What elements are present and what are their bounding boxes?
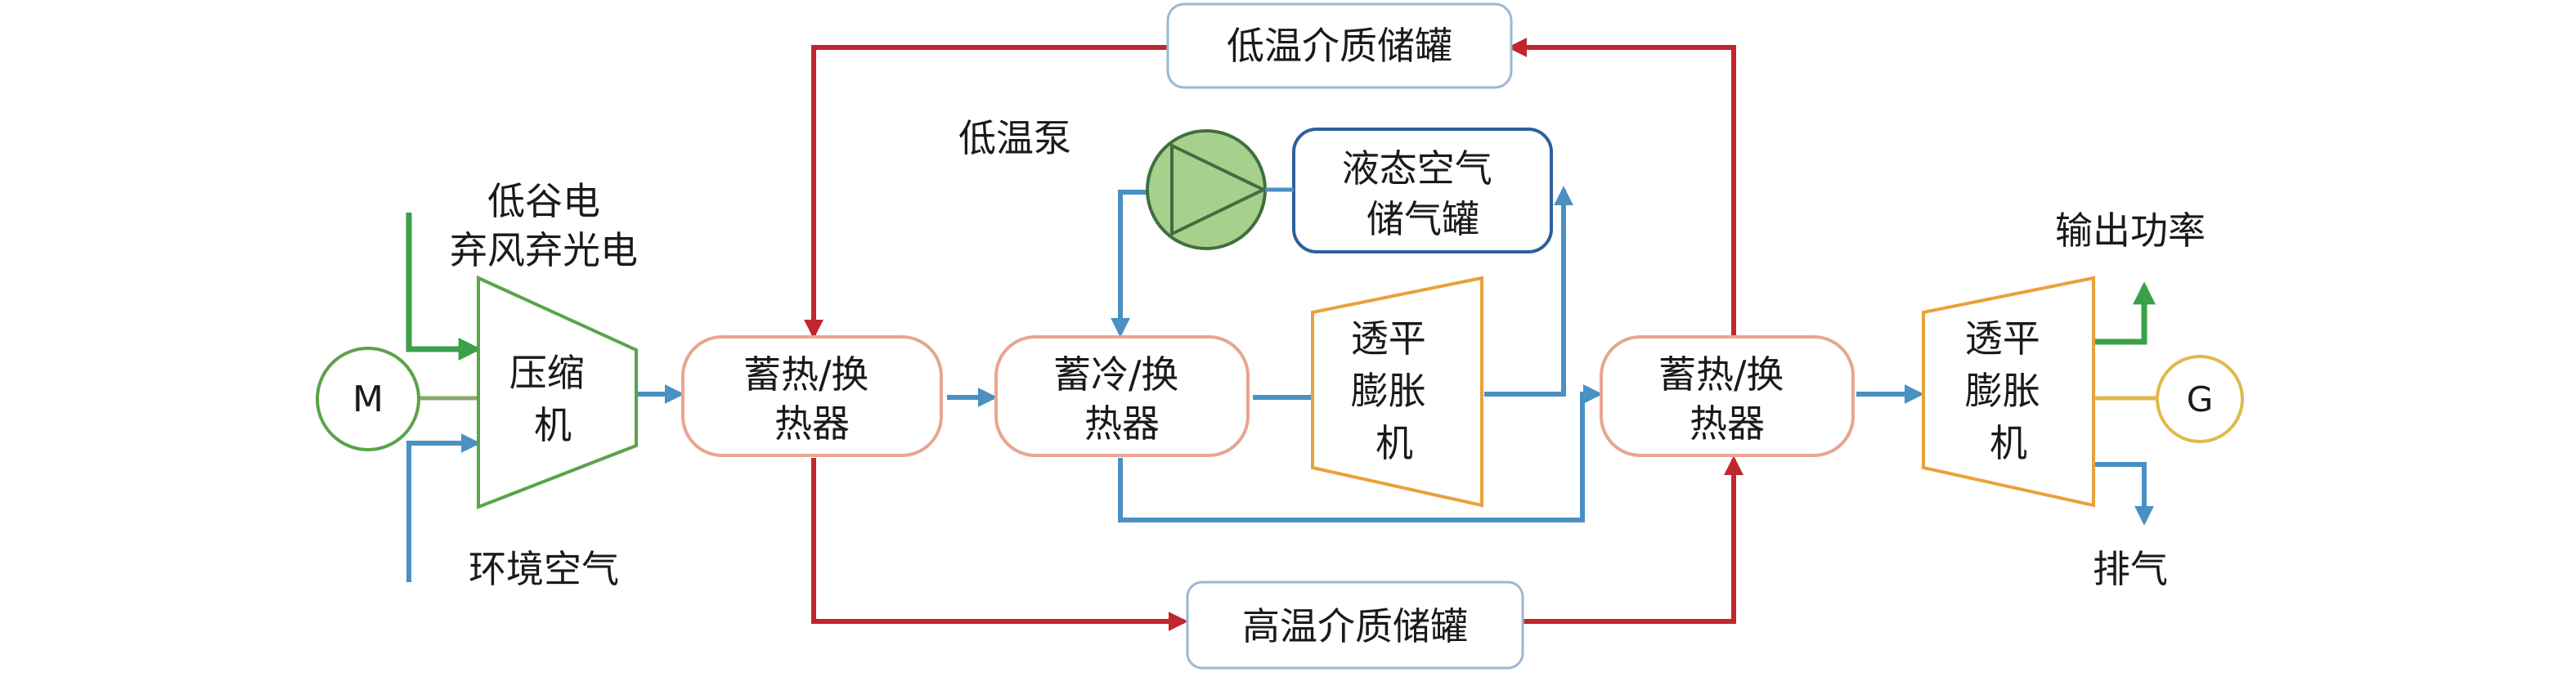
expander-2-line2: 膨胀 — [1965, 369, 2040, 413]
low-temp-tank-label: 低温介质储罐 — [1227, 24, 1452, 68]
expander-2-line3: 机 — [1990, 421, 2027, 465]
flow-hxcold-to-hx2 — [1118, 384, 1603, 522]
heat-exchanger-2 — [1600, 335, 1855, 457]
heat-exchanger-2-line2: 热器 — [1690, 401, 1765, 446]
air-flow-lines — [406, 186, 2154, 582]
flow-power-input — [406, 213, 482, 361]
flow-hx2-to-low-tank — [1507, 38, 1736, 335]
liquid-air-tank-line2: 储气罐 — [1367, 197, 1479, 241]
compressor-label-line2: 机 — [534, 403, 572, 447]
expander-2 — [1922, 276, 2095, 508]
output-power-label: 输出功率 — [2055, 208, 2206, 253]
cold-exchanger-line1: 蓄冷/换 — [1053, 352, 1179, 397]
ambient-air-label: 环境空气 — [469, 547, 619, 591]
generator-circle — [2156, 355, 2244, 443]
expander-1 — [1311, 276, 1483, 508]
flow-exhaust — [2094, 462, 2154, 526]
expander-2-label: 透平 膨胀 机 — [1965, 316, 2053, 465]
high-temp-tank — [1186, 581, 1524, 670]
low-temp-tank — [1166, 2, 1513, 89]
heat-exchanger-1-line1: 蓄热/换 — [743, 352, 869, 397]
flow-output-power — [2094, 281, 2156, 345]
heat-exchanger-1-line2: 热器 — [774, 401, 850, 446]
heat-exchanger-1 — [681, 335, 943, 457]
flow-high-tank-to-hx2 — [1523, 455, 1744, 624]
high-temp-tank-label: 高温介质储罐 — [1242, 604, 1468, 648]
compressor — [477, 275, 638, 509]
expander-2-line1: 透平 — [1965, 316, 2040, 361]
heat-exchanger-2-line1: 蓄热/换 — [1658, 352, 1784, 397]
liquid-air-tank-line1: 液态空气 — [1342, 146, 1492, 191]
expander-1-line3: 机 — [1376, 421, 1413, 465]
flow-low-tank-to-hx1 — [804, 45, 1168, 339]
flow-ambient-air-in — [406, 433, 481, 582]
motor-circle — [316, 347, 420, 451]
heat-exchanger-1-label: 蓄热/换 热器 — [743, 352, 881, 446]
motor-label: M — [352, 379, 384, 420]
heat-exchanger-2-label: 蓄热/换 热器 — [1658, 352, 1796, 446]
flow-pump-to-hxcold — [1111, 190, 1147, 338]
compressor-label: 压缩 机 — [509, 351, 597, 447]
expander-1-line2: 膨胀 — [1351, 369, 1426, 413]
flow-hx1-to-high-tank — [811, 458, 1188, 631]
low-temp-pump — [1146, 129, 1268, 250]
cold-exchanger-label: 蓄冷/换 热器 — [1053, 352, 1191, 446]
exhaust-label: 排气 — [2093, 547, 2168, 591]
liquid-air-tank-label: 液态空气 储气罐 — [1342, 146, 1505, 241]
flow-expander1-to-liquid-tank — [1484, 186, 1573, 397]
power-source-label-2: 弃风弃光电 — [450, 228, 638, 272]
compressor-label-line1: 压缩 — [509, 351, 585, 395]
hot-medium-loop — [804, 38, 1744, 631]
expander-1-line1: 透平 — [1351, 316, 1426, 361]
low-temp-pump-label: 低温泵 — [958, 116, 1071, 160]
expander-1-label: 透平 膨胀 机 — [1351, 316, 1438, 465]
cold-exchanger — [994, 335, 1250, 457]
power-source-label-1: 低谷电 — [487, 179, 600, 223]
generator-label: G — [2187, 379, 2214, 419]
cold-exchanger-line2: 热器 — [1084, 401, 1160, 446]
